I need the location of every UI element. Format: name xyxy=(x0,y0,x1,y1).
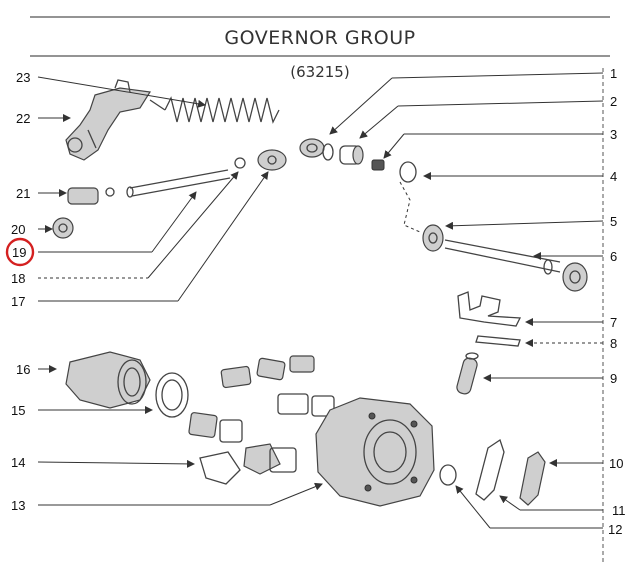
callout-4: 4 xyxy=(610,169,617,184)
small-gear-part xyxy=(52,217,74,239)
link-rod-part xyxy=(475,335,521,347)
callout-5: 5 xyxy=(610,214,617,229)
flyweight-cluster-upper xyxy=(220,355,335,417)
callout-8: 8 xyxy=(610,336,617,351)
spring-bracket-part xyxy=(199,443,297,485)
leader-lines xyxy=(37,72,604,529)
flyweight-cluster-lower xyxy=(188,412,243,443)
callout-11: 11 xyxy=(612,503,626,518)
gasket-ring-part xyxy=(155,372,189,418)
flyweight-carrier-part xyxy=(257,149,287,171)
seal-washer-part xyxy=(439,464,457,486)
callout-1: 1 xyxy=(610,66,617,81)
lever-arm-part xyxy=(475,438,505,501)
governor-spring-part xyxy=(149,96,280,124)
governor-housing-part xyxy=(315,397,435,507)
control-sleeve-part xyxy=(456,352,479,395)
callout-15: 15 xyxy=(11,403,25,418)
callout-14: 14 xyxy=(11,455,25,470)
callout-3: 3 xyxy=(610,127,617,142)
callout-22: 22 xyxy=(16,111,30,126)
throttle-bracket-part xyxy=(457,291,522,327)
callout-18: 18 xyxy=(11,271,25,286)
cover-plate-part xyxy=(519,451,546,506)
callout-23: 23 xyxy=(16,70,30,85)
callout-6: 6 xyxy=(610,249,617,264)
callout-21: 21 xyxy=(16,186,30,201)
callout-9: 9 xyxy=(610,371,617,386)
callout-10: 10 xyxy=(609,456,623,471)
callout-2: 2 xyxy=(610,94,617,109)
drive-gear-part xyxy=(422,224,444,252)
callout-19-highlight-ring xyxy=(5,237,35,267)
thrust-washer-part xyxy=(399,161,417,183)
callout-19: 19 xyxy=(12,245,26,260)
callout-17: 17 xyxy=(11,294,25,309)
right-middle-assembly xyxy=(439,291,546,506)
lower-assembly xyxy=(65,351,435,507)
lever-shaft-part xyxy=(67,169,231,205)
callout-labels-right: 1 2 3 4 5 6 7 8 9 10 11 12 xyxy=(608,66,626,537)
bearing-part xyxy=(299,138,334,161)
callout-20: 20 xyxy=(11,222,25,237)
washer-part xyxy=(234,157,246,169)
callout-13: 13 xyxy=(11,498,25,513)
callout-16: 16 xyxy=(16,362,30,377)
group-code: (63215) xyxy=(290,63,349,81)
callout-7: 7 xyxy=(610,315,617,330)
page-title: GOVERNOR GROUP xyxy=(224,27,415,49)
sleeve-part xyxy=(339,145,364,165)
governor-cup-part xyxy=(65,351,151,409)
governor-shaft-part xyxy=(444,239,588,292)
nut-part xyxy=(371,159,385,171)
governor-lever-part xyxy=(65,79,152,161)
header: GOVERNOR GROUP (63215) xyxy=(30,16,610,81)
upper-assembly xyxy=(52,79,588,292)
callout-labels-left: 23 22 21 20 19 18 17 16 15 14 13 xyxy=(5,70,35,513)
callout-12: 12 xyxy=(608,522,622,537)
